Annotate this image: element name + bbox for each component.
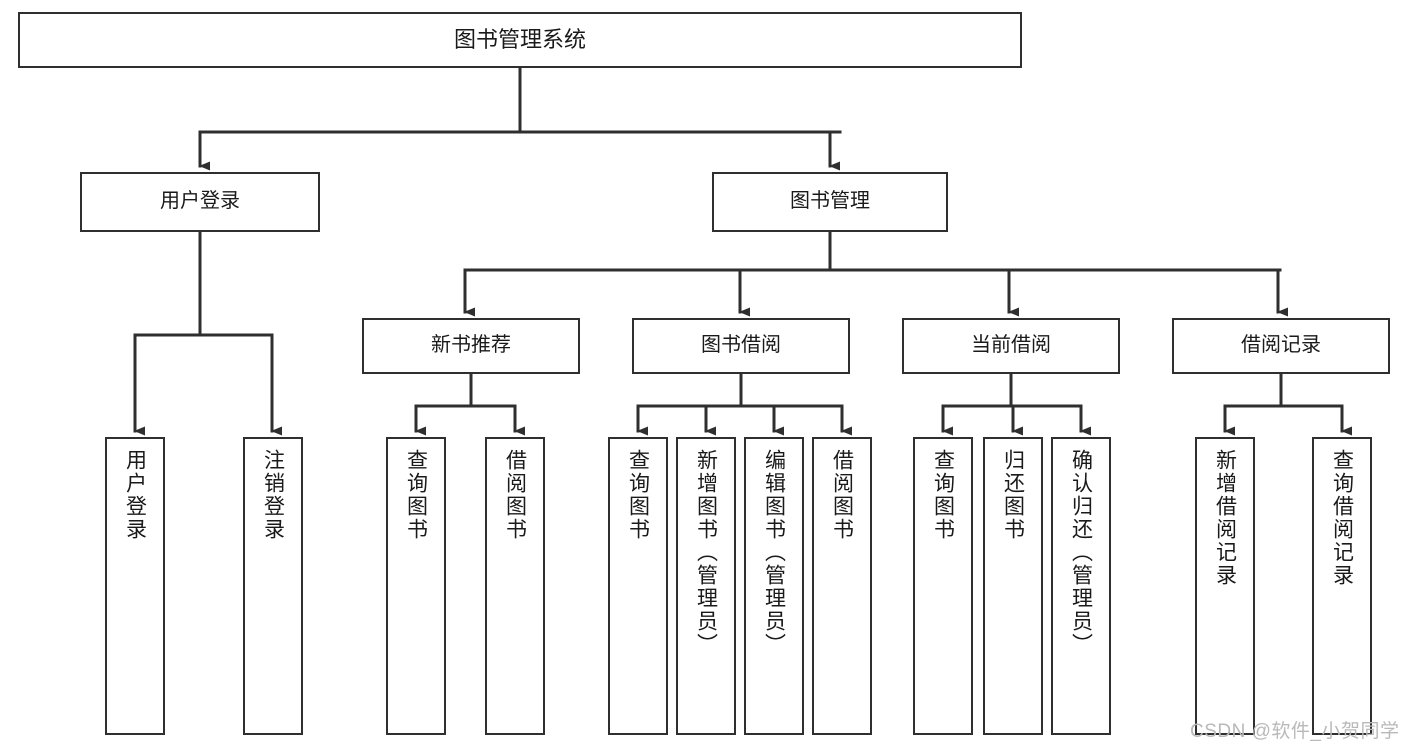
node-new-book-recommend[interactable]: 新书推荐 [362,318,580,374]
node-label: 用户登录 [160,190,240,213]
node-label: 查询图书 [931,449,955,541]
node-label: 编辑图书（管理员） [762,449,786,656]
node-user-login[interactable]: 用户登录 [80,172,320,232]
node-leaf-query-borrow-record[interactable]: 查询借阅记录 [1312,437,1372,735]
node-leaf-user-login[interactable]: 用户登录 [105,437,165,735]
edge-group-borrow-record [1223,372,1352,436]
node-label: 图书管理系统 [453,27,586,53]
node-leaf-confirm-return[interactable]: 确认归还（管理员） [1051,437,1111,735]
edge-group-user-login [133,230,282,436]
node-leaf-return-book[interactable]: 归还图书 [983,437,1043,735]
node-leaf-user-logout[interactable]: 注销登录 [243,437,303,735]
node-root-system[interactable]: 图书管理系统 [18,12,1022,68]
node-label: 查询借阅记录 [1330,449,1354,587]
node-leaf-query-book-recommend[interactable]: 查询图书 [386,437,446,735]
node-leaf-add-book[interactable]: 新增图书（管理员） [676,437,736,735]
edge-group-book-manage [463,230,1288,317]
node-book-borrow[interactable]: 图书借阅 [632,318,850,374]
node-label: 注销登录 [261,449,285,541]
node-label: 当前借阅 [971,334,1051,357]
edge-group-book-borrow [636,372,852,436]
node-label: 归还图书 [1001,449,1025,541]
node-label: 查询图书 [404,449,428,541]
edge-group-current-borrow [941,372,1091,436]
node-label: 借阅记录 [1241,334,1321,357]
node-label: 图书管理 [790,190,870,213]
node-label: 新增图书（管理员） [694,449,718,656]
node-label: 借阅图书 [830,449,854,541]
node-label: 新书推荐 [431,334,511,357]
node-borrow-record[interactable]: 借阅记录 [1172,318,1390,374]
node-leaf-edit-book[interactable]: 编辑图书（管理员） [744,437,804,735]
node-label: 查询图书 [626,449,650,541]
node-label: 确认归还（管理员） [1069,449,1093,656]
node-label: 新增借阅记录 [1213,449,1237,587]
node-leaf-borrow-book-recommend[interactable]: 借阅图书 [485,437,545,735]
node-leaf-add-borrow-record[interactable]: 新增借阅记录 [1195,437,1255,735]
edge-group-new-book-recommend [414,372,525,436]
node-label: 图书借阅 [701,334,781,357]
node-label: 借阅图书 [503,449,527,541]
node-leaf-borrow-book[interactable]: 借阅图书 [812,437,872,735]
node-leaf-query-book-borrow[interactable]: 查询图书 [608,437,668,735]
node-leaf-query-book-current[interactable]: 查询图书 [913,437,973,735]
watermark-text: CSDN @软件_小贺同学 [1190,721,1400,742]
edge-group-root [198,66,842,171]
node-book-manage[interactable]: 图书管理 [712,172,948,232]
node-label: 用户登录 [123,449,147,541]
node-current-borrow[interactable]: 当前借阅 [902,318,1120,374]
